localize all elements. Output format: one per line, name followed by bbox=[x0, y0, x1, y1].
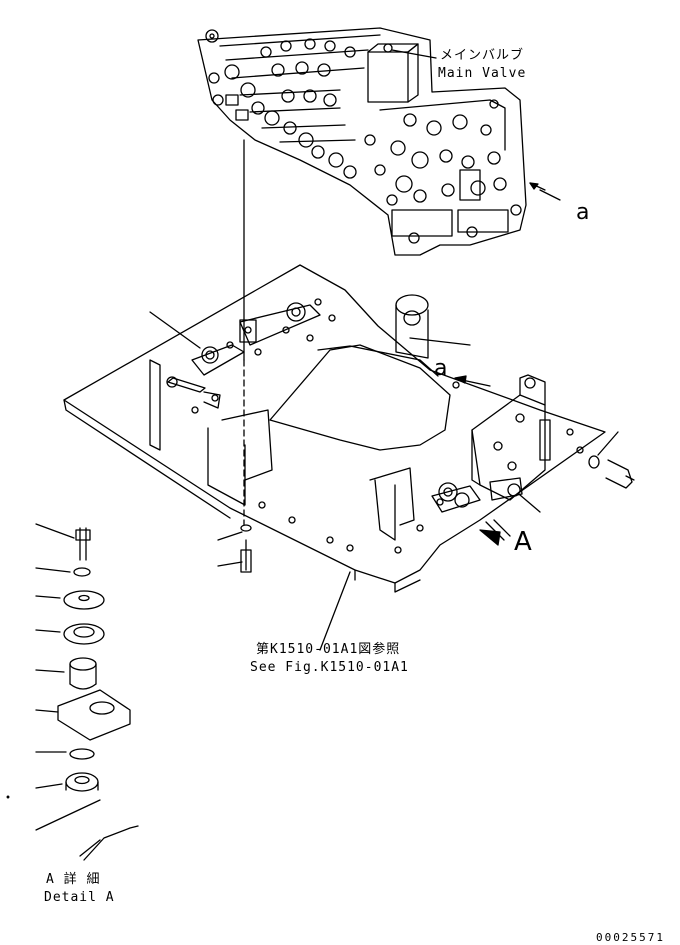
arrow-label-a-upper: a bbox=[576, 200, 590, 225]
base-plate bbox=[63, 139, 635, 593]
detail-a-parts bbox=[6, 523, 139, 861]
main-valve-leader bbox=[391, 49, 437, 59]
main-valve-label-en: Main Valve bbox=[438, 66, 527, 81]
main-valve-label-jp: メインバルブ bbox=[440, 48, 525, 63]
detail-marker-a: A bbox=[514, 527, 532, 557]
see-fig-label-en: See Fig.K1510-01A1 bbox=[250, 660, 409, 675]
leader-lines bbox=[149, 189, 619, 651]
detail-a-label-jp: A 詳 細 bbox=[46, 872, 101, 887]
main-valve-assembly bbox=[197, 27, 527, 256]
arrow-label-a-lower: a bbox=[434, 356, 448, 381]
see-fig-label-jp: 第K1510-01A1図参照 bbox=[256, 642, 401, 657]
center-bolt bbox=[240, 524, 252, 573]
detail-a-label-en: Detail A bbox=[44, 890, 115, 905]
drawing-number: 00025571 bbox=[596, 931, 665, 944]
view-arrows bbox=[454, 182, 546, 546]
